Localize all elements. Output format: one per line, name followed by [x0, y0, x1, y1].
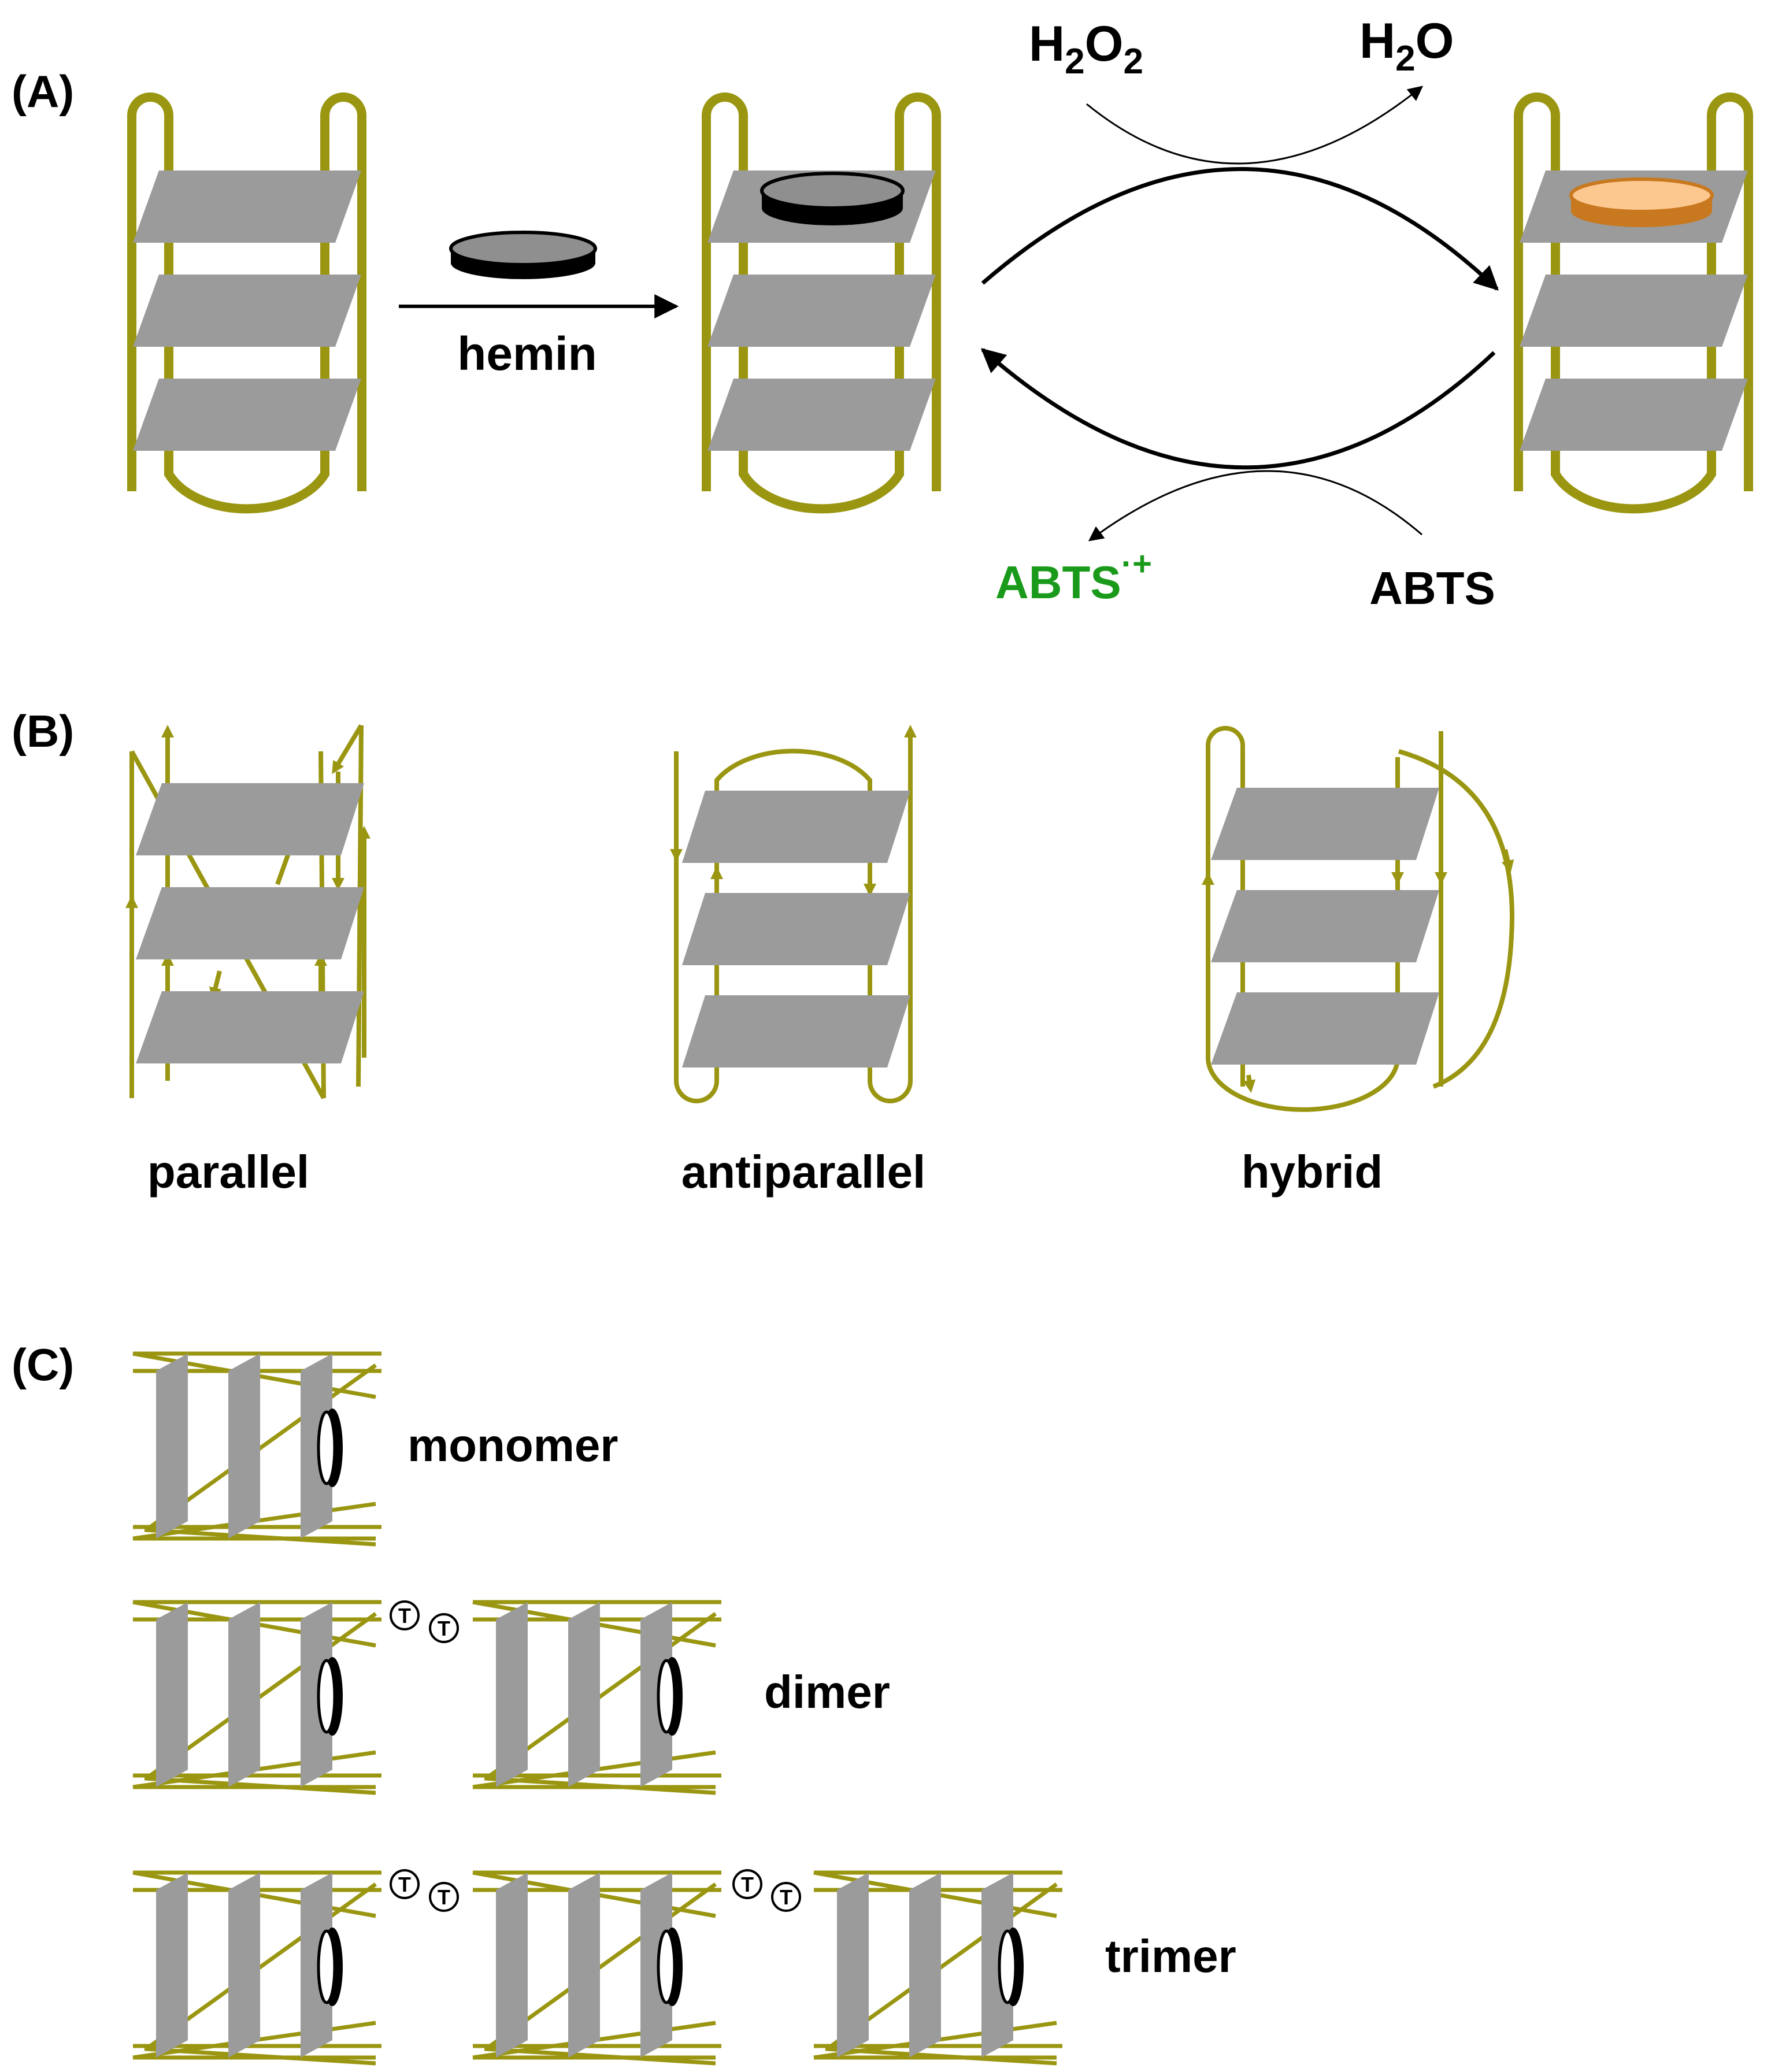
monomer-label: monomer [407, 1419, 618, 1471]
g-tetrad-plate [136, 783, 364, 855]
oxidized-hemin-disc-icon [1569, 177, 1714, 227]
strand [702, 92, 941, 514]
svg-text:T: T [741, 1873, 754, 1896]
trimer-unit-1 [133, 1873, 381, 2063]
thymine-linker-icon: T T [732, 1869, 801, 1912]
strands [1202, 726, 1514, 1112]
g-tetrad-plate [1211, 788, 1439, 860]
trimer-unit-2 [473, 1873, 721, 2063]
hemin-disc-icon [760, 172, 905, 225]
reduction-arrow [980, 348, 1496, 470]
g-tetrad-plate [682, 791, 910, 863]
dimer-label: dimer [764, 1666, 890, 1718]
g-tetrad-plate [1520, 275, 1748, 347]
svg-text:T: T [398, 1873, 411, 1896]
antiparallel-label: antiparallel [681, 1146, 925, 1198]
parallel-label: parallel [147, 1146, 309, 1198]
trimer-unit-3 [814, 1873, 1062, 2063]
panel-a-label: (A) [12, 66, 74, 117]
monomer-unit [133, 1354, 381, 1544]
oxidation-arrow [981, 167, 1499, 291]
g-tetrad-plate [133, 170, 361, 243]
h2o-label: H2O [1359, 13, 1454, 79]
hybrid-label: hybrid [1242, 1146, 1383, 1198]
svg-text:T: T [438, 1617, 450, 1640]
g-tetrad-plate [1211, 890, 1439, 962]
g-tetrad-plate [136, 887, 364, 959]
strand [127, 92, 366, 514]
g-tetrad-plate [707, 275, 936, 347]
abts-label: ABTS [1369, 562, 1495, 614]
panel-c-label: (C) [12, 1339, 74, 1390]
g-tetrad-plate [133, 275, 361, 347]
g-tetrad-plate [133, 379, 361, 451]
g-tetrad-plate [1211, 992, 1439, 1065]
h2o2-label: H2O2 [1029, 16, 1143, 81]
quadruplex-oxidized [1514, 92, 1753, 514]
g-tetrad-plate [1520, 379, 1748, 451]
g-tetrad-plate [682, 995, 910, 1067]
svg-text:T: T [438, 1885, 450, 1909]
svg-text:T: T [398, 1604, 411, 1628]
g-tetrad-plate [136, 991, 364, 1063]
abts-oxidation-arrow [1088, 470, 1422, 542]
quadruplex-apo [127, 92, 366, 514]
parallel-topology [125, 724, 371, 1099]
quadruplex-hemin-bound [702, 92, 941, 514]
abts-radical-label: ABTS·+ [995, 545, 1152, 608]
dimer-unit-2 [473, 1602, 721, 1793]
hemin-disc-icon [449, 231, 597, 279]
hemin-label: hemin [457, 328, 597, 380]
g-tetrad-plate [707, 379, 936, 451]
svg-text:T: T [780, 1885, 792, 1909]
h2o2-to-h2o-arrow [1086, 86, 1424, 165]
strand [1514, 92, 1753, 514]
g-tetrad-plate [682, 893, 910, 965]
panel-b-label: (B) [12, 706, 74, 757]
dimer-unit-1 [133, 1602, 381, 1793]
hybrid-topology [1202, 726, 1514, 1112]
trimer-label: trimer [1105, 1930, 1236, 1982]
thymine-linker-icon: T T [390, 1869, 459, 1912]
thymine-linker-icon: T T [390, 1600, 459, 1643]
antiparallel-topology [670, 725, 917, 1103]
